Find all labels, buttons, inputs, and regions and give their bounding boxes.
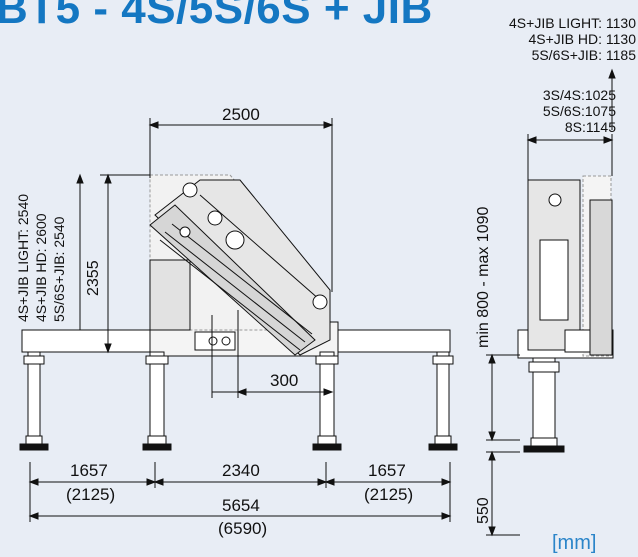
label-total-span-alt: (6590) (218, 519, 268, 538)
diagram-title: BT5 - 4S/5S/6S + JIB (0, 0, 433, 33)
label-right-span: 1657 (368, 461, 406, 480)
label-left-span: 1657 (70, 461, 108, 480)
label-left-span-alt: (2125) (66, 485, 116, 504)
label-side-width-3: 8S:1145 (564, 119, 616, 135)
label-stabilizer-range: min 800 - max 1090 (475, 206, 492, 348)
label-top-right-height-3: 5S/6S+JIB: 1185 (531, 47, 636, 63)
label-left-height-1: 4S+JIB LIGHT: 2540 (15, 193, 31, 322)
label-total-span: 5654 (222, 496, 260, 515)
label-top-right-height-1: 4S+JIB LIGHT: 1130 (509, 15, 636, 31)
outrigger-leg-right-inner (312, 351, 342, 451)
label-side-width-2: 5S/6S:1075 (542, 103, 616, 119)
label-left-height-2: 4S+JIB HD: 2600 (33, 213, 49, 322)
label-right-span-alt: (2125) (364, 485, 414, 504)
label-stroke-550: 550 (475, 497, 492, 524)
label-offset-300: 300 (270, 371, 299, 390)
label-top-right-height-2: 4S+JIB HD: 1130 (528, 31, 636, 47)
outrigger-leg-right-outer (428, 351, 458, 451)
label-side-width-1: 3S/4S:1025 (542, 87, 616, 103)
label-height-2355: 2355 (85, 260, 102, 296)
label-center-span: 2340 (222, 461, 260, 480)
outrigger-leg-left-outer (19, 351, 49, 451)
unit-label: [mm] (552, 532, 597, 554)
folded-boom (149, 179, 331, 356)
label-width-2500: 2500 (222, 105, 260, 124)
crane-column (149, 259, 191, 331)
label-left-height-3: 5S/6S+JIB: 2540 (51, 216, 67, 322)
outrigger-leg-left-inner (142, 351, 172, 451)
